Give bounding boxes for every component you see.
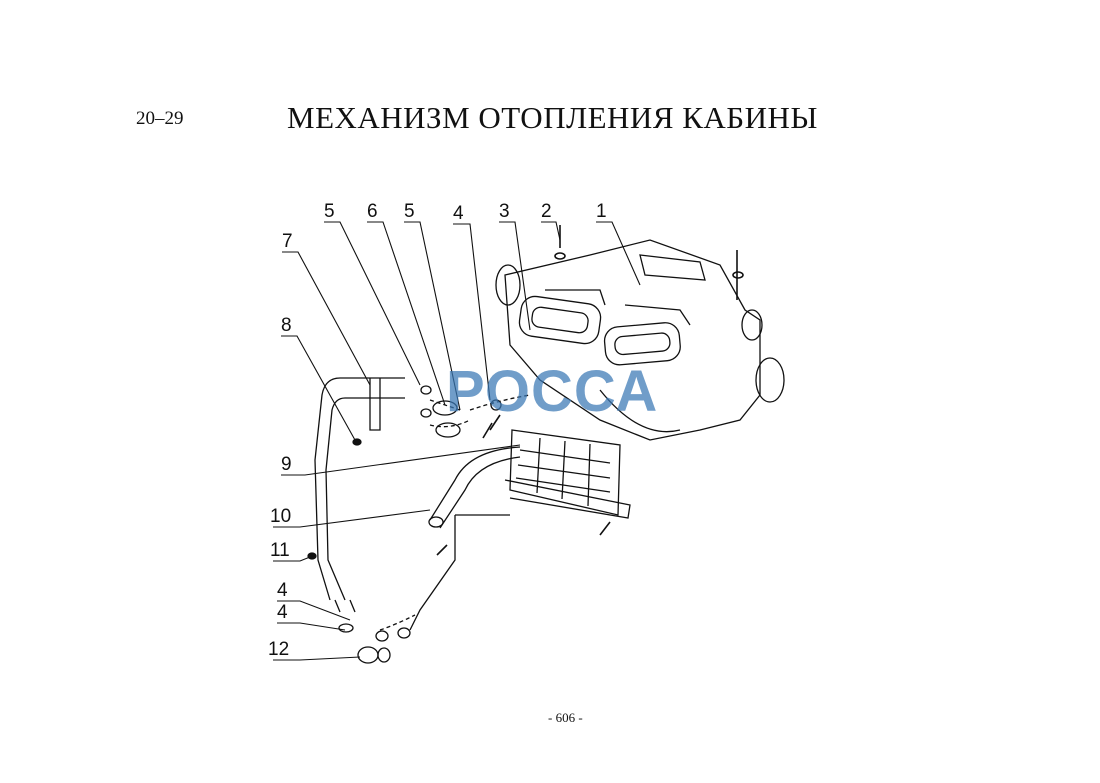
callout-1: 1 [596, 201, 607, 222]
callout-9: 9 [281, 454, 292, 475]
grille-9 [504, 429, 631, 519]
callout-12: 12 [268, 639, 290, 660]
page-number: - 606 - [548, 710, 583, 725]
heater-unit-1 [495, 239, 785, 441]
hoses [307, 377, 531, 664]
callout-10: 10 [270, 506, 292, 527]
callout-4c: 4 [277, 602, 288, 623]
callout-11: 11 [270, 540, 290, 561]
page-title: МЕХАНИЗМ ОТОПЛЕНИЯ КАБИНЫ [287, 100, 818, 135]
callout-7: 7 [282, 231, 293, 252]
callout-4b: 4 [277, 580, 288, 601]
callout-5: 5 [404, 201, 415, 222]
callout-4: 4 [453, 203, 464, 224]
callout-2: 2 [541, 201, 552, 222]
watermark: РОССА [446, 359, 659, 424]
bolts [436, 225, 744, 556]
callout-6: 6 [367, 201, 378, 222]
callout-8: 8 [281, 315, 292, 336]
callout-3: 3 [499, 201, 510, 222]
section-number: 20–29 [136, 108, 184, 129]
callout-5b: 5 [324, 201, 335, 222]
leader-lines [273, 221, 641, 661]
